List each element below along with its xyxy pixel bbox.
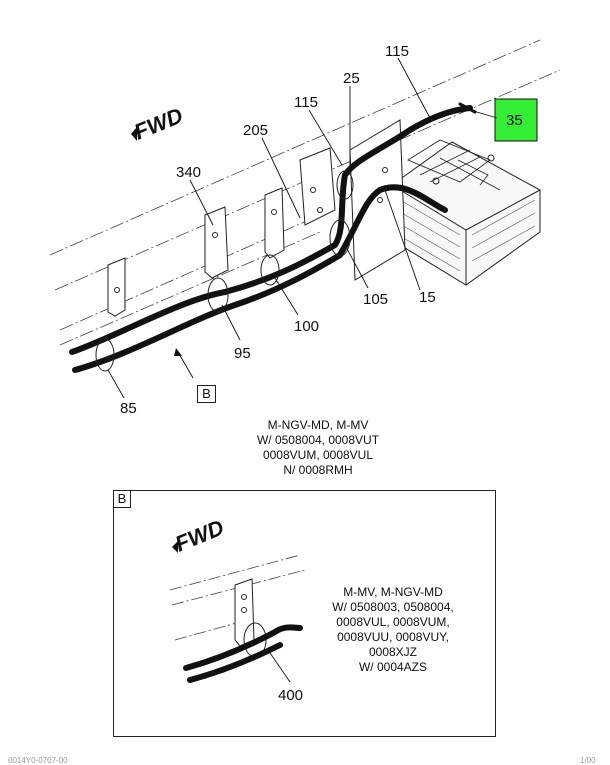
callout-100[interactable]: 100 [294, 318, 319, 335]
callout-35[interactable]: 35 [506, 112, 523, 129]
callout-400[interactable]: 400 [278, 687, 303, 704]
note-line: W/ 0508003, 0508004, [332, 600, 454, 614]
note-line: M-MV, M-NGV-MD [343, 585, 443, 599]
note-line: 0008XJZ [368, 645, 418, 659]
note-line: W/ 0508004, 0008VUT [256, 433, 380, 447]
callout-340[interactable]: 340 [176, 164, 201, 181]
note-line: 0008VUU, 0008VUY, [337, 630, 449, 644]
detail-applicability-note: M-MV, M-NGV-MD W/ 0508003, 0508004, 0008… [318, 585, 468, 675]
note-line: M-NGV-MD, M-MV [267, 418, 369, 432]
mounting-brackets [95, 170, 354, 372]
fwd-arrow-icon: FWD [131, 103, 187, 145]
view-arrow [177, 351, 194, 379]
main-applicability-note: M-NGV-MD, M-MV W/ 0508004, 0008VUT 0008V… [228, 418, 408, 478]
detail-b-tag: B [113, 490, 131, 508]
view-arrow-head [174, 348, 182, 356]
callout-15[interactable]: 15 [419, 289, 436, 306]
note-line: N/ 0008RMH [283, 463, 353, 477]
callout-35-highlight[interactable] [494, 98, 538, 142]
view-b-callout[interactable]: B [197, 385, 216, 403]
leader-lines [107, 57, 498, 399]
callout-85[interactable]: 85 [120, 400, 137, 417]
callout-115-mid[interactable]: 115 [294, 94, 318, 111]
callout-205[interactable]: 205 [243, 122, 268, 139]
detail-b-box [113, 490, 496, 737]
note-line: 0008VUM, 0008VUL [262, 448, 374, 462]
callout-105[interactable]: 105 [363, 291, 388, 308]
callout-95[interactable]: 95 [234, 345, 251, 362]
callout-25[interactable]: 25 [343, 70, 360, 87]
note-line: 0008VUL, 0008VUM, [336, 615, 450, 629]
fwd-label: FWD [131, 103, 187, 145]
note-line: W/ 0004AZS [358, 660, 428, 674]
callout-115-top[interactable]: 115 [385, 43, 409, 60]
battery-box [391, 139, 541, 286]
